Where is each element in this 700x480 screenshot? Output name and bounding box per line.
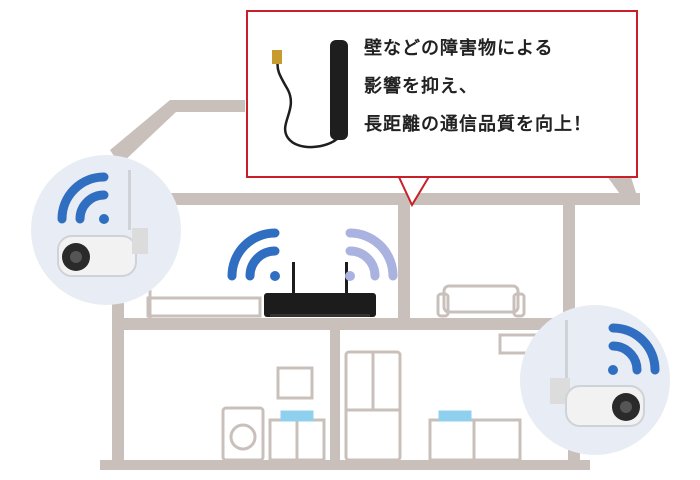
wifi-icon — [57, 172, 109, 224]
washing-machine-icon — [221, 406, 265, 462]
wifi-icon — [227, 228, 280, 281]
wifi-icon — [345, 228, 398, 281]
sofa-icon — [436, 284, 526, 318]
camera-icon — [550, 320, 645, 427]
sink-icon — [268, 366, 326, 462]
camera-icon — [57, 170, 148, 277]
nvr-recorder-icon — [264, 262, 376, 317]
camera-left — [31, 155, 181, 305]
callout-line-3: 長距離の通信品質を向上！ — [364, 114, 592, 135]
fridge-icon — [344, 350, 402, 462]
callout-box — [246, 10, 638, 178]
camera-right — [520, 305, 670, 455]
bed-icon — [146, 290, 262, 318]
callout-line-2: 影響を抑え、 — [364, 76, 478, 97]
antenna-icon — [272, 40, 348, 149]
callout-text: 壁などの障害物による 影響を抑え、 長距離の通信品質を向上！ — [364, 30, 634, 144]
callout-line-1: 壁などの障害物による — [364, 38, 554, 59]
wifi-icon — [608, 323, 660, 375]
